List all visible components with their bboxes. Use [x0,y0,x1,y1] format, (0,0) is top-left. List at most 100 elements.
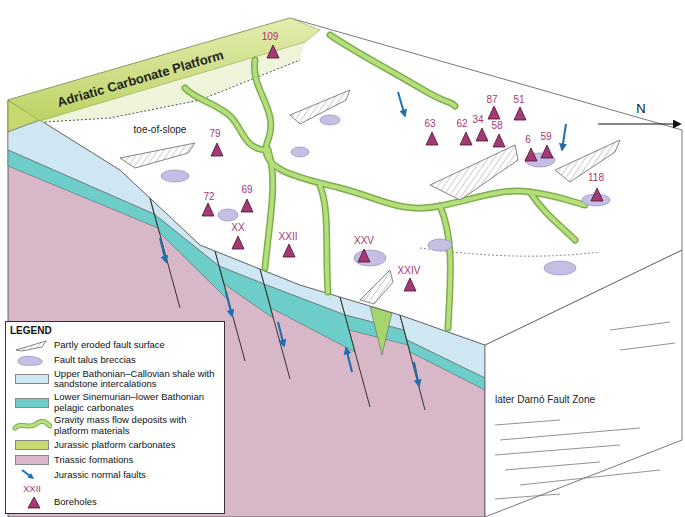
legend-swatch [15,455,49,465]
borehole-number: XXV [353,236,375,246]
borehole-number: 59 [539,132,552,142]
legend-sample [10,339,54,352]
north-arrow [598,123,680,124]
borehole-marker [404,278,416,291]
normal-fault-arrow [226,292,232,316]
talus-breccia [320,115,340,125]
legend-sample [10,439,54,452]
borehole-marker [591,188,603,201]
talus-breccia [544,261,576,275]
legend-text: Upper Bathonian–Callovian shale with san… [54,369,220,390]
fault-line [400,315,425,410]
borehole-number: 118 [587,173,605,183]
legend-text: Triassic formations [54,455,220,466]
normal-fault-arrow [346,348,352,372]
borehole-number: 34 [471,115,484,125]
mass-flow-channel [440,206,450,328]
fault-scarp [120,90,620,304]
mass-flow-channel [254,60,585,208]
north-arrow [598,124,680,125]
borehole-number: 63 [423,119,436,129]
legend-sample [10,419,54,432]
borehole-number: 109 [261,32,280,42]
talus-breccia [161,115,610,275]
legend-row: Triassic formations [10,454,220,467]
borehole-number: 58 [490,121,503,131]
borehole-number: 87 [485,95,498,105]
legend-swatch [15,374,49,384]
right-side-face [495,420,560,425]
legend-symbol [12,354,52,367]
borehole-marker [476,128,488,141]
legend-text: Partly eroded fault surface [54,340,220,351]
mass-flow-channel [185,35,585,328]
borehole-marker [267,45,279,58]
fault-scarp [430,145,518,200]
borehole-marker [460,132,472,145]
fault-scarp [290,90,350,124]
front-cross-section [407,340,485,390]
legend-row: Boreholes [10,496,220,509]
borehole-number: 62 [455,119,468,129]
fault-line [260,269,290,379]
fault-scarp [555,140,620,182]
mass-flow-channel [330,35,455,106]
borehole-number: XXIV [397,266,422,276]
legend-symbol-part [28,497,40,508]
talus-breccia [161,170,189,182]
feature-label: toe-of-slope [133,125,188,135]
borehole-marker [488,106,500,119]
legend-sample [10,454,54,467]
borehole-marker [211,143,223,156]
borehole-marker [202,203,214,216]
right-side-face [500,428,640,440]
mass-flow-channel [330,35,455,106]
mass-flow-channel [254,60,585,208]
normal-fault-arrow [398,92,405,116]
right-side-face [495,494,560,499]
borehole-marker [541,145,553,158]
mass-flow-channel [185,88,268,150]
legend-text: Lower Sinemurian–lower Bathonian pelagic… [54,392,220,413]
fault-scarp [120,143,195,168]
legend-sample [10,373,54,386]
legend-swatch [18,356,42,365]
legend-row: Jurassic normal faults [10,469,220,482]
mass-flow-channel [265,150,273,268]
normal-fault-arrow [160,238,166,262]
front-cross-section [370,307,392,356]
legend-symbol-part [27,473,34,479]
borehole-marker [202,45,603,291]
borehole-marker [358,249,370,262]
fault-line [340,297,370,407]
legend-symbol [12,469,52,482]
top-surface [8,18,320,121]
mass-flow-channel [440,206,450,328]
talus-breccia [354,250,386,266]
legend-swatch [15,440,49,450]
legend-borehole-number: XXII [10,484,54,494]
borehole-marker [493,134,505,147]
legend-symbol-part [15,422,50,429]
mass-flow-channel [320,186,328,292]
legend-symbol-part [16,341,46,351]
legend-sample [10,496,54,509]
legend-text: Jurassic normal faults [54,470,220,481]
borehole-number: XXII [278,232,299,242]
legend-row: Gravity mass flow deposits with platform… [10,415,220,436]
right-side-face [610,322,670,330]
mass-flow-channel [265,150,273,268]
borehole-number: 51 [512,95,525,105]
borehole-marker [241,199,253,212]
legend-symbol [12,419,52,432]
legend-text: Jurassic platform carbonates [54,440,220,451]
borehole-number: 79 [208,129,221,139]
zone-label: later Darnó Fault Zone [494,395,596,405]
legend-sample [10,396,54,409]
legend-row: Partly eroded fault surface [10,339,220,352]
right-side-face [495,322,675,499]
legend-heading: LEGEND [10,325,220,337]
mass-flow-channel [185,35,585,328]
legend-text: Fault talus breccias [54,355,220,366]
